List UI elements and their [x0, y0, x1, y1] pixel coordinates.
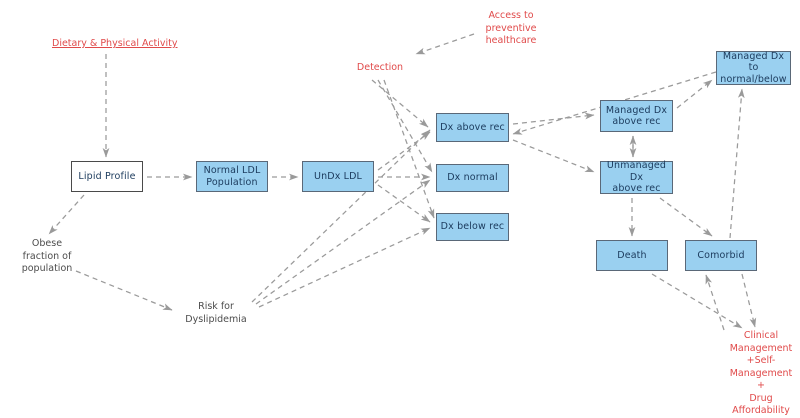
node-label: Comorbid	[697, 249, 745, 261]
edge-dxabove-to-unmanaged	[512, 139, 595, 173]
edge-death-to-clinical	[651, 273, 743, 329]
edge-managed-to-normalbelow	[676, 79, 713, 109]
node-label: Death	[617, 249, 647, 261]
annotation-detection: Detection	[352, 62, 408, 75]
edge-clinical-to-comorbid	[705, 274, 725, 331]
node-dx-normal[interactable]: Dx normal	[436, 164, 509, 192]
edge-access-to-detection	[415, 33, 475, 55]
edge-detection-to-dxnormal	[377, 79, 433, 173]
annotation-label: Dietary & Physical Activity	[52, 38, 178, 49]
node-label: Lipid Profile	[78, 170, 136, 182]
node-label: Dx normal	[447, 172, 498, 184]
annotation-label: Detection	[356, 62, 404, 73]
edge-obese-to-risk	[75, 270, 173, 311]
edge-lipid-to-obese	[48, 194, 85, 235]
edge-undx-to-dxbelow	[377, 184, 431, 223]
node-label: Dx above rec	[440, 121, 505, 133]
edge-detection-to-dxabove	[371, 79, 429, 128]
edge-comorbid-to-clinical	[741, 273, 757, 328]
edge-dxabove-to-managed	[512, 112, 595, 125]
edge-undx-to-dxabove	[377, 131, 431, 171]
node-dx-above-rec[interactable]: Dx above rec	[436, 113, 509, 142]
edge-risk-to-dxbelow	[258, 227, 431, 308]
node-lipid-profile[interactable]: Lipid Profile	[71, 161, 143, 192]
node-undx-ldl[interactable]: UnDx LDL	[302, 161, 374, 192]
edge-unmanaged-to-comorbid	[659, 197, 713, 237]
node-death[interactable]: Death	[596, 240, 668, 271]
node-dx-below-rec[interactable]: Dx below rec	[436, 213, 509, 241]
edge-comorbid-to-normalbelow	[729, 88, 745, 239]
node-label: UnDx LDL	[313, 170, 363, 182]
edge-risk-to-dxabove	[251, 129, 431, 303]
node-label: Dx below rec	[440, 221, 505, 233]
edge-detection-to-dxbelow	[383, 79, 435, 219]
annotation-dietary-physical-activity: Dietary & Physical Activity	[52, 38, 182, 51]
edge-risk-to-dxnormal	[255, 179, 431, 305]
node-comorbid[interactable]: Comorbid	[685, 240, 757, 271]
